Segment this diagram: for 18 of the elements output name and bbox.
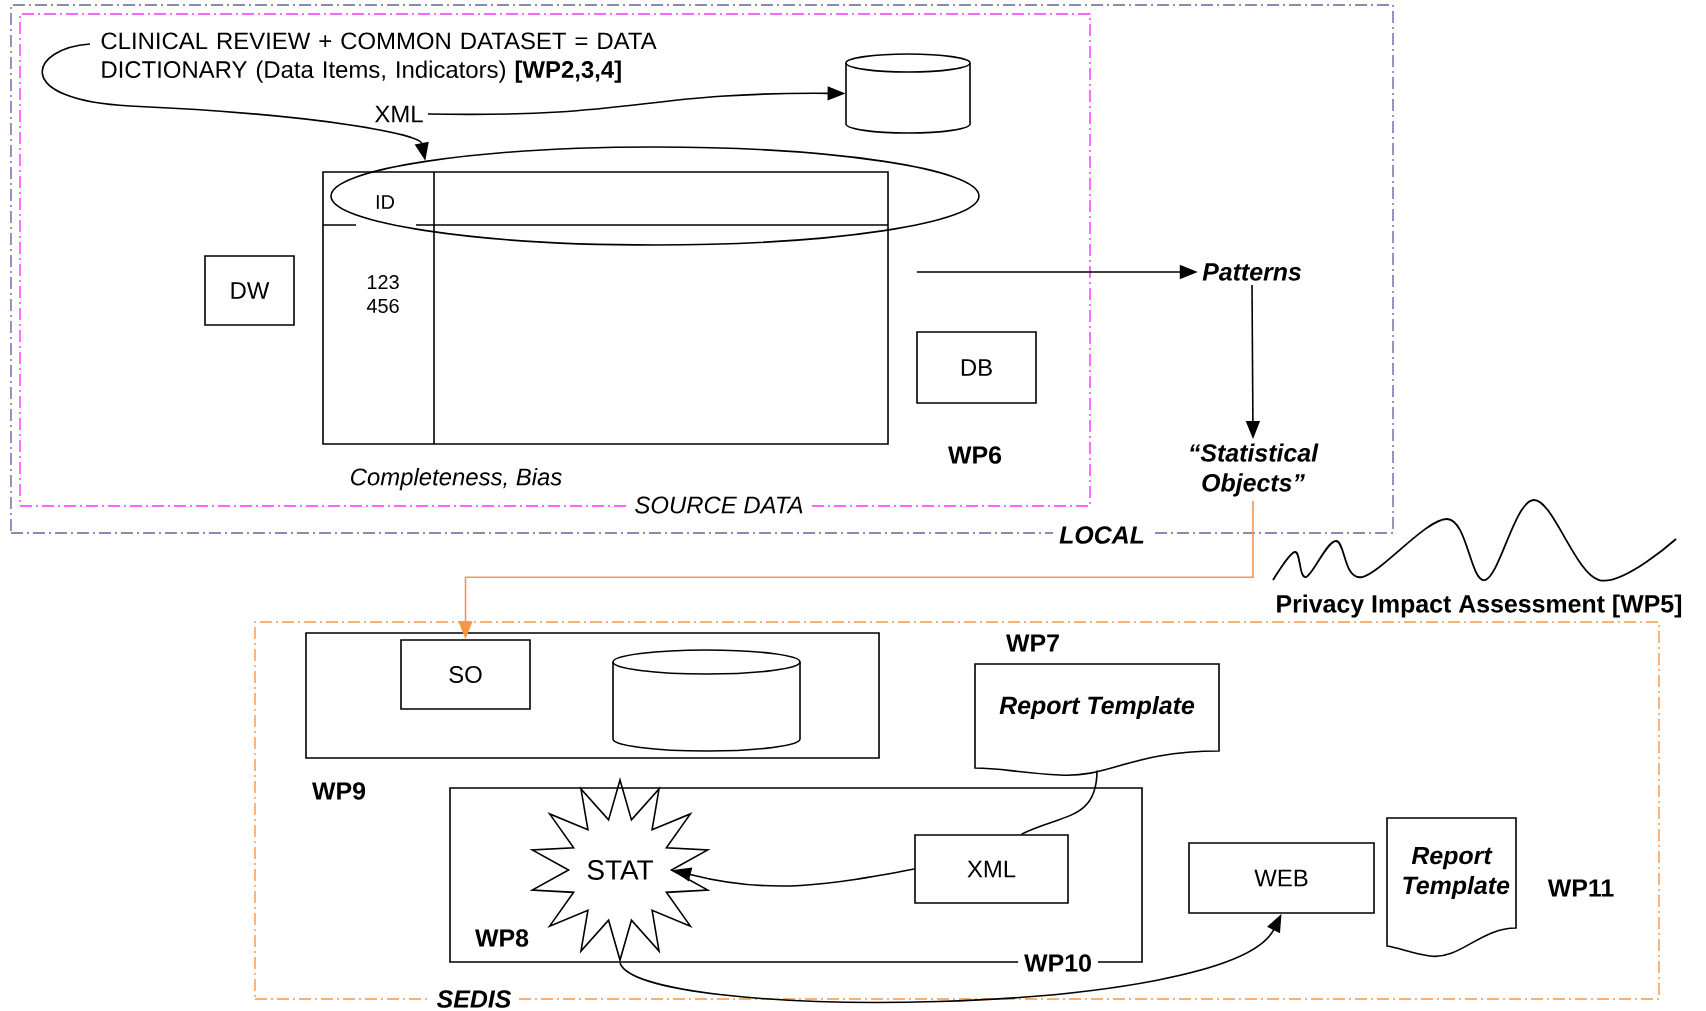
database-cylinder xyxy=(612,649,801,752)
caption-text: Completeness, Bias xyxy=(351,467,562,491)
caption-text: WP9 xyxy=(312,782,366,800)
process-box: DW xyxy=(204,255,295,326)
text-label: Patterns xyxy=(1202,263,1301,281)
text-label: XML xyxy=(374,105,423,123)
database-cylinder xyxy=(845,53,971,134)
process-box: WEB xyxy=(1188,842,1375,914)
text-label: Privacy Impact Assessment [WP5] xyxy=(1277,594,1682,618)
process-box: SO xyxy=(400,639,531,710)
connector-line xyxy=(1020,769,1098,835)
text-label: “Statistical Objects” xyxy=(1190,443,1319,497)
caption-text: WP11 xyxy=(1547,879,1614,897)
text-label: CLINICAL REVIEW + COMMON DATASET = DATA DICTIONARY (Data Items, Indicators) [WP2,3,4] xyxy=(101,32,657,83)
caption-text: WP7 xyxy=(1006,634,1059,652)
process-box: DB xyxy=(916,331,1037,404)
process-box: XML xyxy=(914,834,1069,904)
text-label: WP6 xyxy=(948,446,1002,464)
